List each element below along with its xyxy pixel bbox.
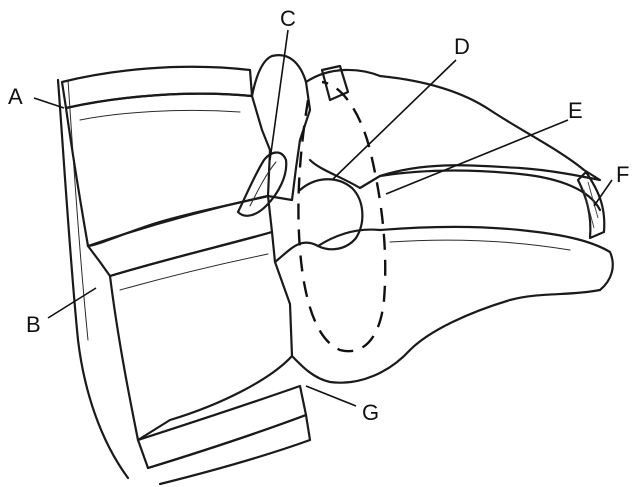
leader-b xyxy=(48,288,96,318)
label-e: E xyxy=(568,100,583,122)
leader-e xyxy=(386,120,568,194)
anterior-ligament xyxy=(58,80,128,478)
foramen-outline xyxy=(298,82,385,351)
lower-lamina xyxy=(275,227,613,383)
label-b: B xyxy=(26,314,41,336)
label-g: G xyxy=(362,402,379,424)
label-d: D xyxy=(454,36,470,58)
leader-c xyxy=(270,30,288,160)
label-f: F xyxy=(616,164,629,186)
intervertebral-disc-middle xyxy=(88,196,272,276)
nerve-root xyxy=(238,153,286,216)
interspinous-ligament xyxy=(578,172,604,238)
upper-spinous-process xyxy=(380,171,600,211)
lower-vertebral-body xyxy=(110,232,292,440)
label-c: C xyxy=(280,8,296,30)
upper-endplate xyxy=(62,67,252,108)
label-a: A xyxy=(8,86,23,108)
leader-g xyxy=(306,386,356,406)
upper-vertebral-body xyxy=(66,94,270,246)
intervertebral-disc-lower xyxy=(138,386,306,468)
